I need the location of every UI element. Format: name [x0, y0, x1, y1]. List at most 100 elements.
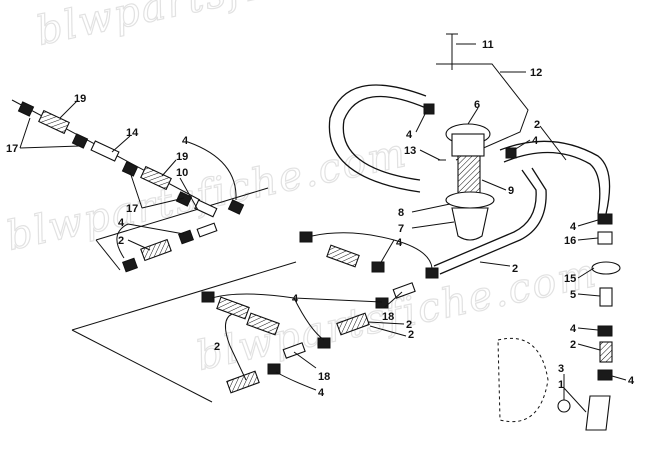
- clamp-part-4e: [371, 261, 385, 273]
- callout-4j: 4: [318, 387, 325, 399]
- leader-7: [411, 221, 455, 229]
- callout-2e: 2: [406, 319, 412, 331]
- leader-2c: [479, 261, 511, 267]
- callout-2f: 2: [214, 341, 220, 353]
- callout-16: 16: [564, 235, 576, 247]
- callout-18b: 18: [318, 371, 330, 383]
- leader-16: [577, 237, 599, 241]
- nut-part-16: [597, 231, 613, 245]
- filter-element-part-9: [457, 155, 481, 197]
- plug-part-3: [557, 399, 571, 413]
- clamp-part-4b: [122, 257, 138, 273]
- leader-4c: [415, 111, 427, 133]
- callout-4g: 4: [570, 323, 577, 335]
- upper-fastener: [446, 33, 458, 70]
- leader-17b: [129, 171, 185, 209]
- leader-4e: [311, 232, 433, 269]
- right-parts-stack: [497, 213, 621, 431]
- clamp-part-4n: [597, 325, 613, 337]
- clamp-part-17a: [17, 101, 35, 117]
- leader-5: [577, 293, 601, 297]
- leader-1: [563, 387, 587, 413]
- center-hose-assembly: [201, 167, 547, 394]
- gasket-part-8: [445, 191, 495, 209]
- engine-outline: [497, 337, 549, 423]
- filter-body-top: [451, 133, 485, 157]
- fitting-part-18a: [196, 222, 218, 238]
- fitting-part-1: [585, 395, 611, 431]
- hose-segment-2c: [216, 296, 250, 320]
- callout-4c: 4: [406, 129, 413, 141]
- clamp-part-4k: [423, 103, 435, 115]
- fitting-part-18c: [282, 342, 306, 359]
- callout-4a: 4: [182, 135, 189, 147]
- washer-part-15: [591, 261, 621, 275]
- callout-4e: 4: [396, 237, 403, 249]
- leader-4a: [187, 141, 237, 201]
- callout-1: 1: [558, 379, 564, 391]
- callout-15: 15: [564, 273, 576, 285]
- leader-4b: [116, 223, 185, 259]
- callout-10: 10: [176, 167, 188, 179]
- leader-4i: [211, 293, 383, 341]
- hose-line-to-filter-inner: [433, 169, 537, 267]
- clamp-part-17c: [121, 161, 139, 177]
- hose-segment-19b: [140, 165, 172, 191]
- clamp-part-4f: [425, 267, 439, 279]
- leader-4j: [275, 371, 317, 391]
- leader-2e: [367, 321, 405, 325]
- clamp-part-17b: [71, 133, 89, 149]
- leader-4d: [513, 139, 531, 151]
- callout-17a: 17: [6, 143, 18, 155]
- callout-4h: 4: [628, 375, 635, 387]
- hose-segment-2a: [140, 238, 172, 262]
- callout-14: 14: [126, 127, 139, 139]
- hose-segment-2g: [599, 341, 613, 363]
- clamp-part-4o: [597, 369, 613, 381]
- callout-4d: 4: [532, 135, 539, 147]
- leader-6: [467, 107, 479, 125]
- leader-19a: [59, 99, 79, 119]
- leader-2g: [369, 325, 407, 337]
- hose-right-bend-inner: [503, 151, 601, 215]
- clamp-part-4l: [505, 147, 517, 159]
- leader-18a: [383, 291, 403, 309]
- leader-17a: [19, 117, 81, 149]
- callout-2b: 2: [534, 119, 540, 131]
- leader-9: [481, 179, 507, 191]
- frame-line-left-short: [95, 239, 121, 271]
- clamp-part-4h: [375, 297, 389, 309]
- callout-13: 13: [404, 145, 416, 157]
- hose-right-bend: [499, 140, 611, 215]
- callout-19a: 19: [74, 93, 86, 105]
- upper-left-hose-assembly: [11, 99, 245, 218]
- leader-13: [419, 149, 441, 161]
- leader-10: [179, 177, 199, 211]
- leader-18b: [293, 351, 317, 369]
- callout-4b: 4: [118, 217, 125, 229]
- fitting-part-10: [194, 199, 218, 218]
- frame-line-middle: [71, 261, 297, 331]
- clamp-part-4i: [317, 337, 331, 349]
- leader-2d: [577, 343, 601, 351]
- callout-labels: 19 17 14 19 10 17 4 4 2 11 12 6 4 13 2 4…: [6, 39, 635, 399]
- hose-segment-2e: [336, 312, 370, 336]
- hose-line-to-filter: [439, 167, 547, 275]
- callout-4f: 4: [570, 221, 577, 233]
- clamp-part-4a: [227, 199, 245, 215]
- callout-17b: 17: [126, 203, 138, 215]
- callout-2a: 2: [118, 235, 124, 247]
- bowl-part-7: [451, 207, 489, 241]
- leader-2a: [127, 239, 151, 251]
- hose-loop-upper-left-outer: [328, 84, 427, 193]
- hose-loop-upper-left: [342, 95, 427, 181]
- left-middle-hose-assembly: [122, 222, 218, 273]
- callout-18a: 18: [382, 311, 394, 323]
- callout-8: 8: [398, 207, 404, 219]
- watermark-text-top: blwpartsfiche.com: [33, 0, 442, 55]
- hose-segment-19a: [38, 109, 70, 135]
- leader-4h: [611, 375, 627, 381]
- clamp-part-4j: [267, 363, 281, 375]
- callout-12: 12: [530, 67, 542, 79]
